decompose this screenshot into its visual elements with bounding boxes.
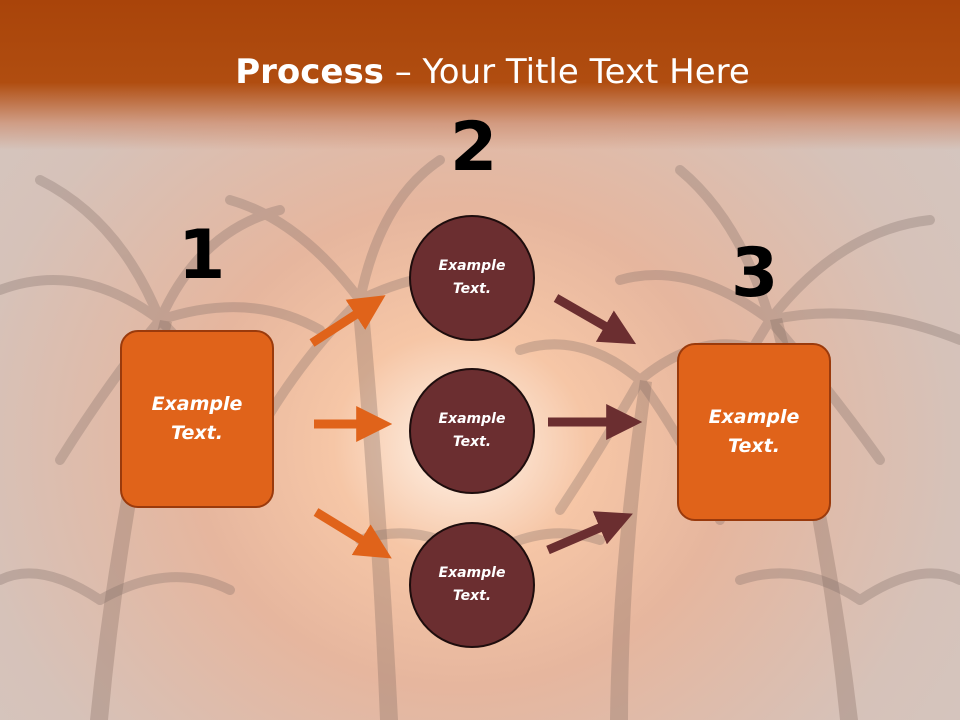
step-number-1: 1 — [178, 216, 226, 295]
circle-top-text: Example Text. — [438, 258, 506, 297]
title-bar — [0, 0, 960, 150]
arrow-top-to-right — [553, 294, 637, 345]
slide-title: Process – Your Title Text Here — [0, 52, 960, 92]
circle-bottom-text: Example Text. — [438, 565, 506, 604]
circle-bottom: Example Text. — [409, 522, 535, 648]
title-rest: – Your Title Text Here — [383, 52, 750, 92]
step-number-2: 2 — [450, 108, 498, 187]
left-step-box: Example Text. — [120, 330, 274, 508]
arrow-left-to-bottom — [313, 508, 392, 559]
circle-top: Example Text. — [409, 215, 535, 341]
arrow-bottom-to-right — [546, 511, 633, 555]
arrow-left-to-top — [309, 295, 386, 347]
step-number-3: 3 — [731, 234, 779, 313]
right-step-box: Example Text. — [677, 343, 831, 521]
right-box-text: Example Text. — [708, 406, 800, 457]
circle-middle: Example Text. — [409, 368, 535, 494]
title-bold: Process — [235, 52, 384, 92]
left-box-text: Example Text. — [151, 393, 243, 444]
circle-middle-text: Example Text. — [438, 411, 506, 450]
